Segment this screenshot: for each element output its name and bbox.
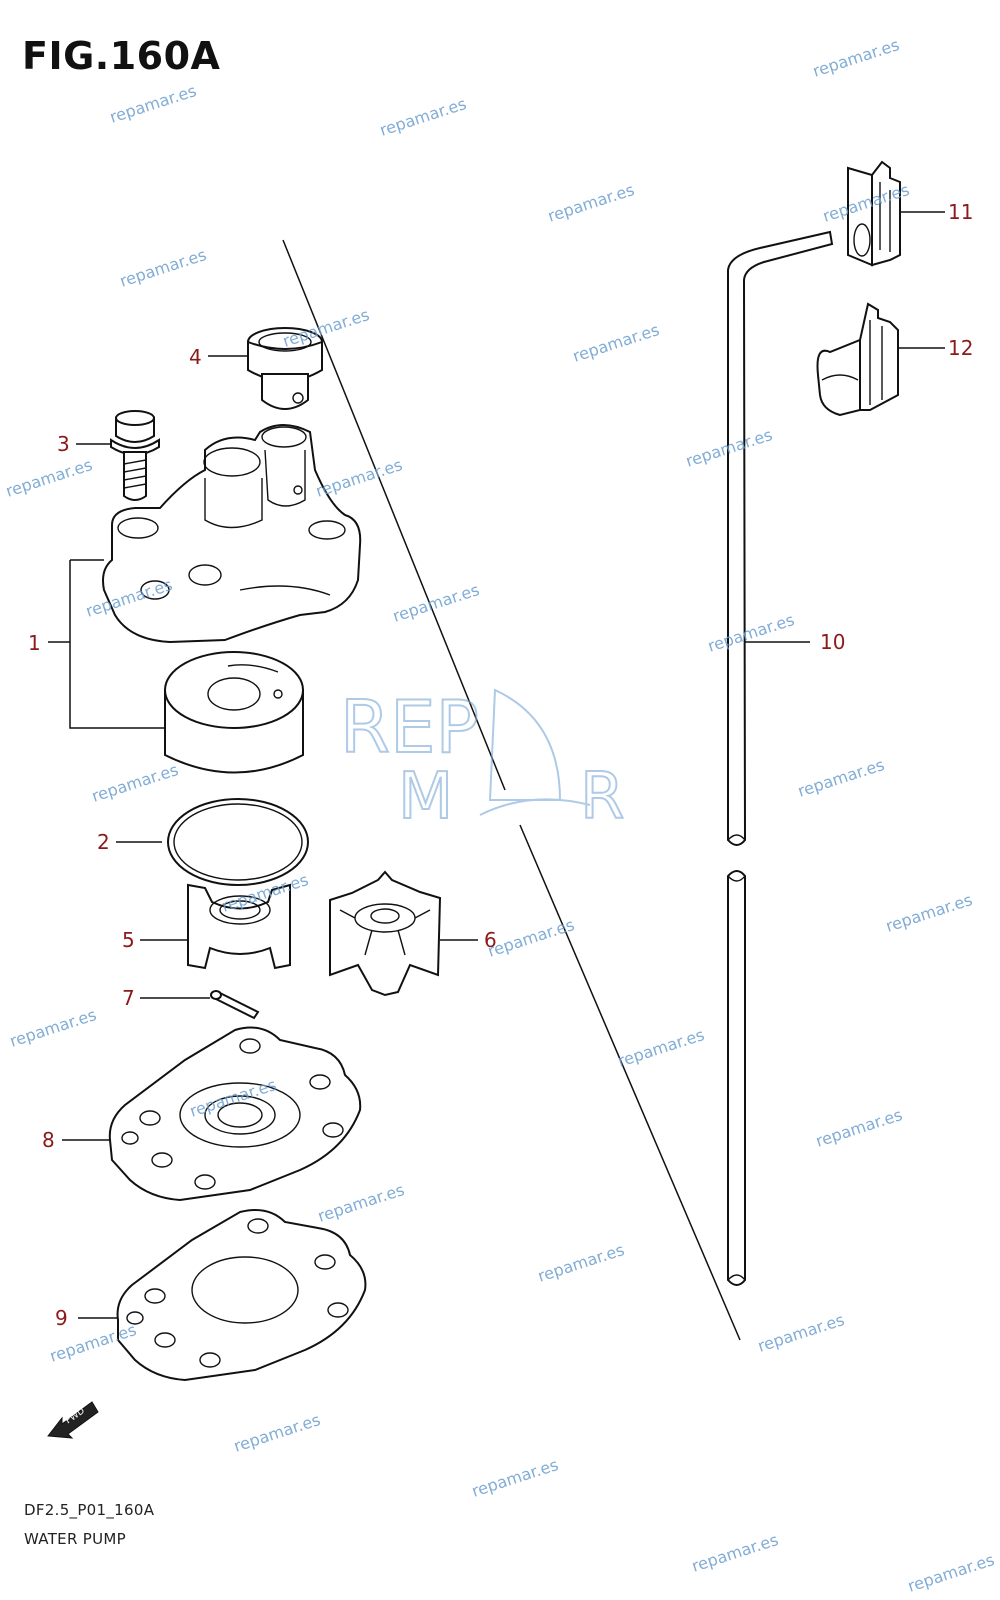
watermark: repamar.es [615, 1025, 706, 1071]
watermark: repamar.es [7, 1005, 98, 1051]
watermark: repamar.es [469, 1455, 560, 1501]
callout-7: 7 [122, 986, 135, 1010]
part-10-water-tube [727, 230, 834, 1286]
part-1-pump-case [102, 424, 362, 644]
callout-1-bracket [48, 559, 165, 729]
watermark: repamar.es [313, 455, 404, 501]
watermark: repamar.es [570, 320, 661, 366]
part-3-bolt [110, 410, 160, 501]
logo-text-r: R [580, 760, 624, 834]
watermark: repamar.es [89, 760, 180, 806]
callout-6: 6 [484, 928, 497, 952]
callout-4: 4 [189, 345, 202, 369]
watermark: repamar.es [280, 305, 371, 351]
callout-3: 3 [57, 432, 70, 456]
watermark: repamar.es [810, 35, 901, 81]
watermark: repamar.es [545, 180, 636, 226]
watermark: repamar.es [755, 1310, 846, 1356]
callout-10: 10 [820, 630, 845, 654]
watermark: repamar.es [3, 455, 94, 501]
callout-5: 5 [122, 928, 135, 952]
part-5-pump-liner [187, 883, 291, 970]
callout-12: 12 [948, 336, 973, 360]
figure-caption: WATER PUMP [24, 1530, 126, 1548]
watermark: repamar.es [689, 1530, 780, 1576]
part-4-water-tube-seal [247, 327, 323, 410]
part-12-grommet [816, 302, 899, 417]
callout-9: 9 [55, 1306, 68, 1330]
watermark: repamar.es [813, 1105, 904, 1151]
logo-text-rep: REP [340, 685, 479, 769]
figure-title: FIG.160A [22, 34, 221, 78]
watermark: repamar.es [485, 915, 576, 961]
part-6-impeller [329, 870, 442, 997]
watermark: repamar.es [377, 94, 468, 140]
watermark: repamar.es [883, 890, 974, 936]
logo-text-m: M [398, 760, 453, 834]
callout-numbers: 1 2 3 4 5 6 7 8 9 10 11 12 [28, 200, 973, 1330]
callout-1: 1 [28, 631, 41, 655]
watermark: repamar.es [705, 610, 796, 656]
callout-8: 8 [42, 1128, 55, 1152]
watermark: repamar.es [117, 245, 208, 291]
watermark: repamar.es [795, 755, 886, 801]
assembly-axis-line [282, 239, 741, 1341]
repamar-logo: REP M R [339, 684, 625, 835]
watermark: repamar.es [535, 1240, 626, 1286]
part-11-grommet [847, 160, 901, 267]
part-2-o-ring [167, 798, 309, 886]
watermark: repamar.es [905, 1550, 996, 1596]
part-8-lower-plate [108, 1026, 362, 1202]
fwd-arrow-icon: FWD [47, 1401, 99, 1439]
watermark: repamar.es [107, 81, 198, 127]
part-1-impeller-housing-cup [164, 651, 304, 774]
part-7-key-pin [210, 990, 260, 1020]
figure-code: DF2.5_P01_160A [24, 1501, 155, 1519]
watermark: repamar.es [315, 1180, 406, 1226]
part-9-gasket [116, 1209, 367, 1382]
callout-11: 11 [948, 200, 973, 224]
callout-2: 2 [97, 830, 110, 854]
watermark: repamar.es [231, 1410, 322, 1456]
